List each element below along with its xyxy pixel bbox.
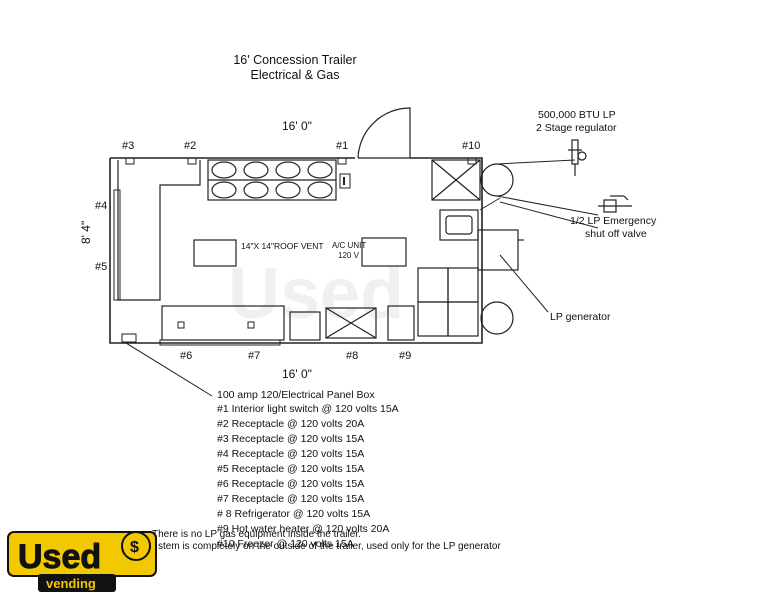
legend-line: 100 amp 120/Electrical Panel Box <box>217 389 375 401</box>
outlet-label-2: #2 <box>184 140 197 152</box>
lp-generator-label: LP generator <box>550 311 611 323</box>
lp-tank-top <box>480 163 514 197</box>
logo-word: Used <box>18 538 101 576</box>
regulator-icon <box>568 139 587 176</box>
cabinet-near-refrigerator <box>289 311 321 341</box>
outlet-label-5: #5 <box>95 261 108 273</box>
used-vending-logo: Used $ vending <box>7 531 157 592</box>
note-line-2: stem is completely on the outside of the… <box>158 541 501 552</box>
center-watermark: Used <box>228 254 404 334</box>
legend-line: #10 Freezer @ 120 volts 15A <box>217 538 354 550</box>
legend-line: #3 Receptacle @ 120 volts 15A <box>217 433 365 445</box>
light-switch-icon <box>339 173 351 189</box>
left-counter <box>117 160 201 301</box>
leader-gas-line <box>479 197 501 211</box>
outlet-label-9: #9 <box>399 350 412 362</box>
coin-icon <box>121 531 151 561</box>
legend-line: # 8 Refrigerator @ 120 volts 15A <box>217 508 371 520</box>
lp-generator-tank <box>480 301 514 335</box>
ac-unit-box <box>361 237 407 267</box>
lower-cabinet-2 <box>447 267 479 303</box>
legend-line: #7 Receptacle @ 120 volts 15A <box>217 493 365 505</box>
leader-lp-generator <box>499 254 549 313</box>
svg-text:$: $ <box>130 539 139 556</box>
leader-panel-box <box>125 342 213 397</box>
freezer-box <box>431 159 481 201</box>
outlet-label-6: #6 <box>180 350 193 362</box>
bottom-dimension: 16' 0" <box>282 367 312 381</box>
door-swing <box>357 107 411 159</box>
shutoff-valve-icon <box>598 195 632 213</box>
trailer-outline <box>109 157 483 344</box>
refrigerator-box <box>325 307 377 339</box>
water-heater-box <box>387 305 415 341</box>
lower-cabinet-1 <box>417 267 449 303</box>
legend-line: #4 Receptacle @ 120 volts 15A <box>217 448 365 460</box>
roof-vent-box <box>193 239 237 267</box>
regulator-label: 2 Stage regulator <box>536 122 617 134</box>
legend-line: #6 Receptacle @ 120 volts 15A <box>217 478 365 490</box>
outlet-label-10: #10 <box>462 140 481 152</box>
leader-emergency-a <box>496 195 599 216</box>
side-cabinet <box>477 229 519 271</box>
lower-cabinet-4 <box>447 301 479 337</box>
ac-unit-label: A/C UNIT <box>332 241 367 250</box>
leader-emergency-b <box>499 201 599 229</box>
left-wall-outlet-strip <box>113 189 121 301</box>
emergency-valve-label-2: shut off valve <box>585 228 647 240</box>
bottom-outlet-strip <box>159 339 281 346</box>
lp-btu-label: 500,000 BTU LP <box>538 109 616 121</box>
legend-line: #2 Receptacle @ 120 volts 20A <box>217 418 365 430</box>
diagram-title: 16' Concession Trailer <box>233 53 357 67</box>
note-line-1: There is no LP gas equipment inside the … <box>152 529 361 540</box>
legend-line: #1 Interior light switch @ 120 volts 15A <box>217 403 399 415</box>
lower-cabinet-3 <box>417 301 449 337</box>
leader-regulator <box>496 159 576 165</box>
roof-vent-label: 14"X 14"ROOF VENT <box>241 241 324 251</box>
logo-subword: vending <box>46 576 96 591</box>
outlet-label-4: #4 <box>95 200 108 212</box>
outlet-label-8: #8 <box>346 350 359 362</box>
electrical-panel-box <box>121 333 137 343</box>
top-dimension: 16' 0" <box>282 119 312 133</box>
legend-line: #9 Hot water heater @ 120 volts 20A <box>217 523 390 535</box>
ac-unit-voltage: 120 V <box>338 251 359 260</box>
outlet-label-1: #1 <box>336 140 349 152</box>
sink <box>439 209 479 241</box>
emergency-valve-label: 1/2 LP Emergency <box>570 215 657 227</box>
outlet-label-3: #3 <box>122 140 135 152</box>
diagram-subtitle: Electrical & Gas <box>250 68 340 82</box>
burner-circles <box>211 161 333 199</box>
svg-text:Used: Used <box>228 254 404 334</box>
legend-line: #5 Receptacle @ 120 volts 15A <box>217 463 365 475</box>
side-dimension: 8' 4" <box>79 220 93 244</box>
outlet-label-7: #7 <box>248 350 261 362</box>
